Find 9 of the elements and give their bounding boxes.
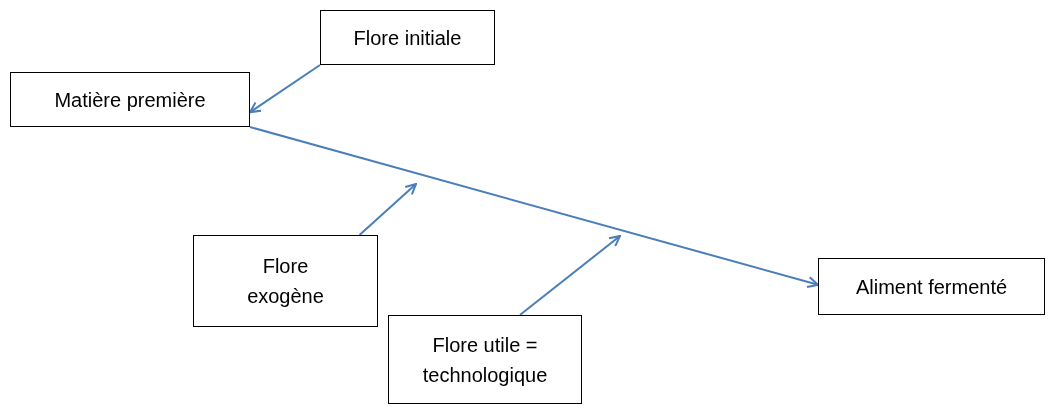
process-box: Flore initiale [320, 10, 495, 65]
process-box: Flore exogène [193, 235, 378, 327]
process-box: Matière première [10, 72, 250, 127]
arrow [358, 183, 417, 236]
arrow [518, 235, 621, 316]
arrow [249, 64, 321, 114]
arrow [249, 126, 819, 288]
process-box: Flore utile = technologique [388, 315, 582, 404]
process-box: Aliment fermenté [818, 258, 1045, 315]
